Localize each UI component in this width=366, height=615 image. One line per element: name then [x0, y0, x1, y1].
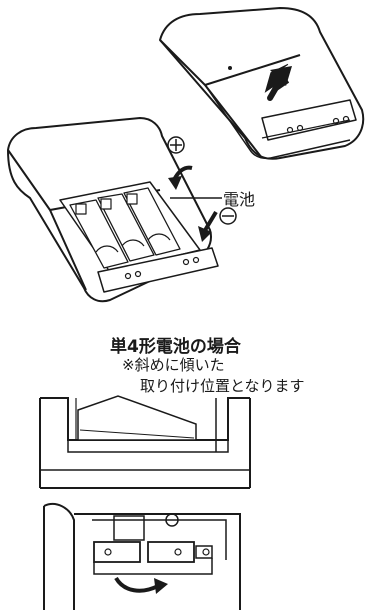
aaa-note-line1: ※斜めに傾いた — [122, 356, 225, 374]
rotate-arrow-icon — [114, 576, 159, 593]
aaa-front-detail — [43, 502, 241, 610]
arrow-down-left-icon — [202, 210, 218, 234]
closed-charger-illustration — [159, 7, 365, 160]
battery-label: 電池 — [223, 190, 256, 209]
aaa-title: 単4形電池の場合 — [110, 337, 241, 357]
aaa-cross-section — [39, 395, 251, 489]
positive-symbol — [167, 136, 185, 154]
aaa-note-line2: 取り付け位置となります — [140, 377, 305, 395]
negative-symbol — [219, 207, 237, 225]
open-charger-illustration — [7, 117, 219, 303]
